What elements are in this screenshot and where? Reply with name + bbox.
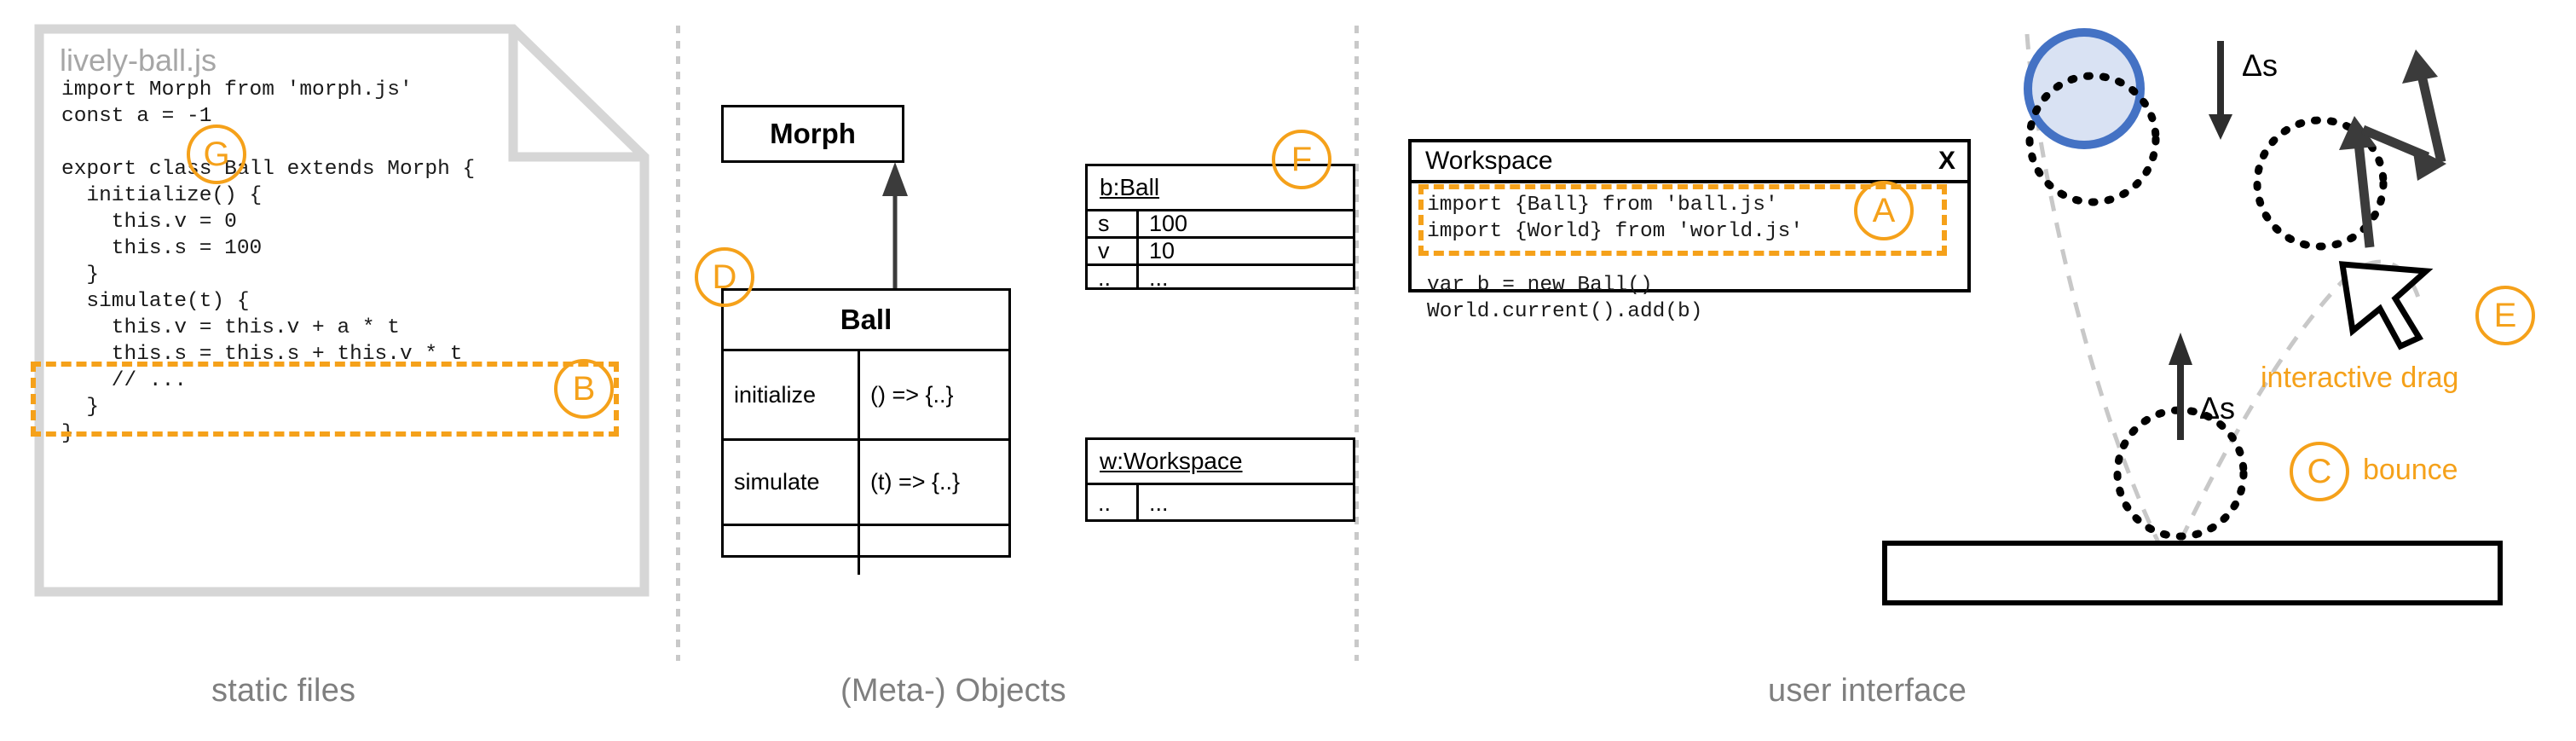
ground-platform: [1882, 541, 2503, 605]
delta-s-down-label: Δs: [2242, 48, 2279, 83]
object-key: s: [1088, 211, 1139, 236]
marker-f: F: [1272, 130, 1331, 189]
highlight-box-simulate: [31, 362, 619, 437]
marker-c-label: bounce: [2363, 454, 2458, 486]
uml-member-value: ...: [870, 537, 890, 563]
column-label-meta-objects: (Meta-) Objects: [840, 673, 1066, 709]
inheritance-arrow: [882, 162, 908, 288]
object-value: ...: [1149, 264, 1169, 291]
object-key: ..: [1088, 485, 1139, 521]
file-title: lively-ball.js: [60, 43, 217, 78]
source-file-card: lively-ball.js import Morph from 'morph.…: [34, 24, 650, 597]
object-value: ...: [1149, 489, 1169, 516]
uml-class-ball-name: Ball: [840, 304, 892, 335]
table-row: .. ...: [1088, 483, 1353, 521]
table-row: s 100: [1088, 209, 1353, 236]
workspace-code-area[interactable]: import {Ball} from 'ball.js' import {Wor…: [1427, 192, 1803, 325]
mouse-cursor-icon: [2338, 261, 2434, 350]
object-key: v: [1088, 238, 1139, 263]
uml-object-workspace-title: w:Workspace: [1100, 448, 1243, 474]
column-divider-2: [1354, 26, 1359, 661]
uml-member-name: initialize: [724, 351, 860, 438]
uml-row: simulate (t) => {..}: [724, 438, 1008, 524]
workspace-code-highlighted: var b = new Ball() World.current().add(b…: [1427, 274, 1703, 323]
uml-row: initialize () => {..}: [724, 349, 1008, 438]
file-source-code: import Morph from 'morph.js' const a = -…: [61, 77, 475, 447]
marker-g: G: [187, 124, 246, 184]
uml-object-ball: b:Ball s 100 v 10 .. ...: [1085, 164, 1355, 291]
ball-ghost-drag: [2253, 116, 2388, 251]
delta-s-up-arrow: [2169, 333, 2192, 440]
file-code-before: import Morph from 'morph.js' const a = -…: [61, 78, 476, 287]
drag-motion-arrows: [2339, 49, 2446, 248]
uml-class-morph: Morph: [721, 105, 904, 163]
column-label-static-files: static files: [211, 673, 356, 709]
workspace-title: Workspace: [1425, 147, 1553, 175]
uml-member-name: simulate: [724, 441, 860, 524]
ball-ghost-top: [2025, 72, 2160, 206]
delta-s-up-label: Δs: [2199, 391, 2236, 425]
close-icon[interactable]: X: [1938, 147, 1955, 175]
marker-a: A: [1854, 181, 1914, 240]
uml-member-value: (t) => {..}: [870, 469, 961, 495]
workspace-titlebar: Workspace X: [1412, 142, 1967, 183]
ball-current[interactable]: [2016, 20, 2152, 157]
workspace-code-before: import {Ball} from 'ball.js' import {Wor…: [1427, 194, 1804, 243]
table-row: .. ...: [1088, 263, 1353, 291]
uml-class-morph-name: Morph: [770, 118, 856, 149]
marker-c: C: [2290, 442, 2349, 501]
uml-member-name: ..: [724, 526, 860, 575]
delta-s-down-arrow: [2209, 41, 2232, 140]
uml-object-ball-title: b:Ball: [1100, 174, 1160, 200]
object-value: 10: [1149, 238, 1175, 263]
table-row: v 10: [1088, 236, 1353, 263]
marker-e-label: interactive drag: [2261, 362, 2459, 394]
uml-row: .. ...: [724, 524, 1008, 575]
uml-object-workspace: w:Workspace .. ...: [1085, 437, 1355, 522]
highlight-box-workspace-snippet: [1418, 184, 1947, 256]
uml-class-ball: Ball initialize () => {..} simulate (t) …: [721, 288, 1011, 575]
column-divider-1: [676, 26, 680, 661]
marker-e: E: [2475, 286, 2535, 345]
column-label-user-interface: user interface: [1768, 673, 1967, 709]
object-value: 100: [1149, 211, 1188, 236]
marker-b: B: [554, 359, 614, 419]
object-key: ..: [1088, 265, 1139, 291]
uml-member-value: () => {..}: [870, 381, 954, 408]
marker-d: D: [695, 247, 754, 307]
